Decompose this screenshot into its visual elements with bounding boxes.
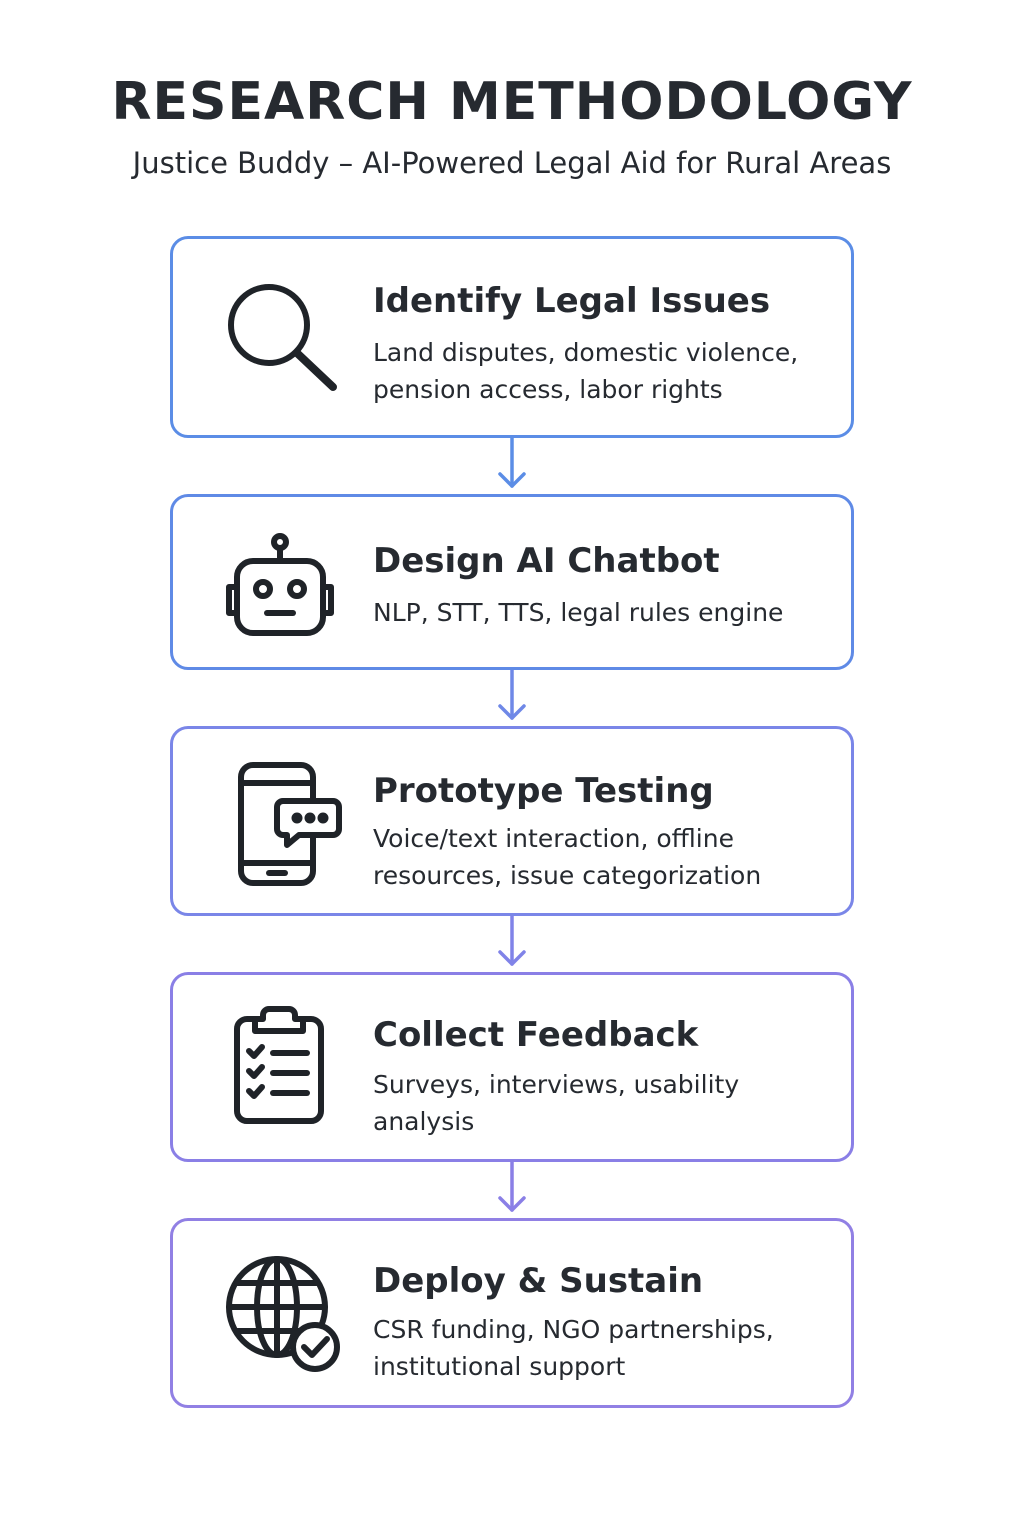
step-heading: Prototype Testing <box>373 771 714 811</box>
step-heading: Collect Feedback <box>373 1015 699 1055</box>
step-description: Land disputes, domestic violence, pensio… <box>373 338 799 404</box>
clipboard-checklist-icon <box>217 1001 347 1131</box>
search-icon <box>217 275 347 405</box>
step-heading: Identify Legal Issues <box>373 281 771 321</box>
step-description: Voice/text interaction, offline resource… <box>373 824 762 890</box>
step-design-ai-chatbot: Design AI Chatbot NLP, STT, TTS, legal r… <box>170 494 854 670</box>
page-subtitle: Justice Buddy – AI-Powered Legal Aid for… <box>132 146 892 180</box>
flow-arrow <box>496 916 528 972</box>
robot-icon <box>217 519 347 649</box>
phone-chat-icon <box>217 759 347 889</box>
page-title: RESEARCH METHODOLOGY <box>111 72 913 132</box>
flow-arrow <box>496 670 528 726</box>
flow-arrow <box>496 438 528 494</box>
step-collect-feedback: Collect Feedback Surveys, interviews, us… <box>170 972 854 1162</box>
step-deploy-sustain: Deploy & Sustain CSR funding, NGO partne… <box>170 1218 854 1408</box>
step-identify-legal-issues: Identify Legal Issues Land disputes, dom… <box>170 236 854 438</box>
step-description: NLP, STT, TTS, legal rules engine <box>373 598 784 627</box>
step-description: Surveys, interviews, usability analysis <box>373 1070 740 1136</box>
step-description: CSR funding, NGO partnerships, instituti… <box>373 1315 774 1381</box>
flow-arrow <box>496 1162 528 1218</box>
globe-check-icon <box>217 1251 347 1381</box>
step-prototype-testing: Prototype Testing Voice/text interaction… <box>170 726 854 916</box>
step-heading: Design AI Chatbot <box>373 541 720 581</box>
step-heading: Deploy & Sustain <box>373 1261 704 1301</box>
